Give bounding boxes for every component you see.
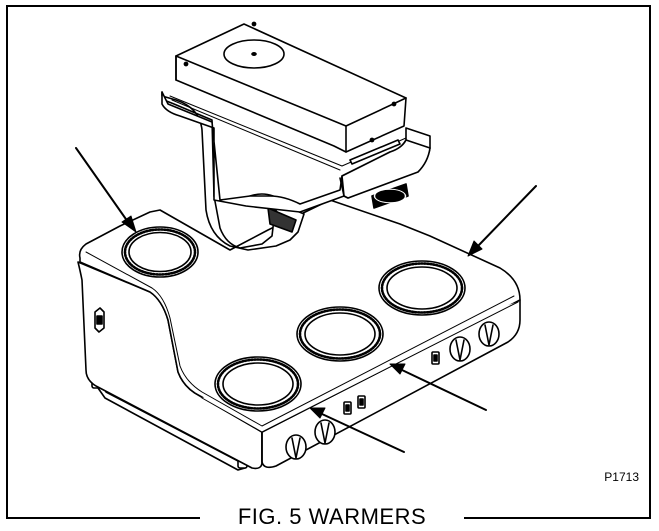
callout-arrow-rear-left: [75, 147, 137, 233]
callout-arrow-front: [309, 407, 405, 453]
warmer-plate-middle: [296, 306, 384, 362]
brand-badge: [371, 183, 409, 209]
brewer-tower: [161, 21, 431, 251]
part-code-label: P1713: [604, 470, 639, 484]
front-left-controls: [285, 395, 366, 460]
warmer-plate-rear-right: [378, 260, 466, 316]
rear-right-controls: [431, 321, 500, 365]
warmer-plate-front-left: [214, 356, 302, 412]
warmer-plate-rear-left: [121, 226, 199, 278]
side-switch: [94, 307, 105, 333]
callout-arrow-middle: [389, 363, 487, 411]
figure-caption: FIG. 5 WARMERS: [200, 503, 464, 529]
callout-arrow-rear-right: [467, 185, 537, 257]
